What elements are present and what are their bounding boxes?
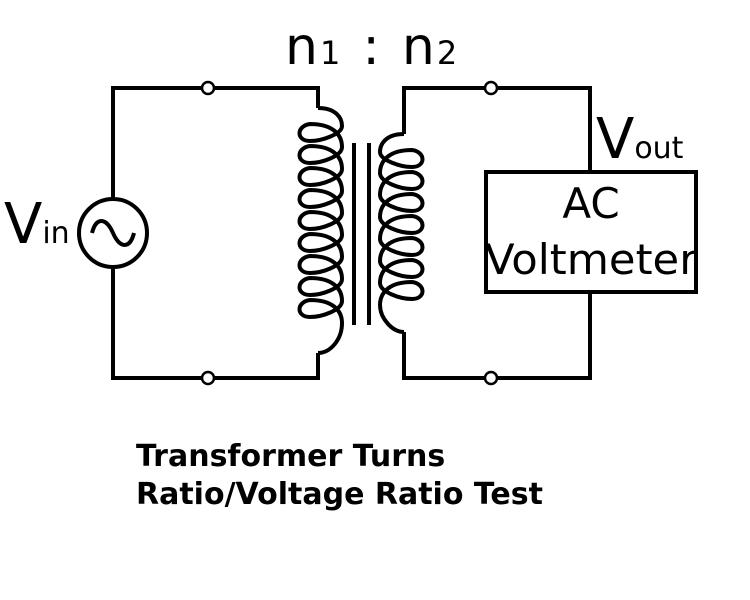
terminal-primary-bottom [200,370,216,386]
sine-wave-icon [90,219,136,247]
vin-label: Vin [4,192,70,257]
n1-symbol: n [285,17,318,77]
primary-wiring [111,86,320,380]
primary-coil [297,106,345,355]
caption-line-2: Ratio/Voltage Ratio Test [136,477,543,512]
voltmeter-label-line1: AC [562,179,619,228]
vout-symbol: V [596,107,634,172]
n1-subscript: 1 [320,34,340,72]
terminal-primary-top [200,80,216,96]
secondary-wiring [402,86,592,380]
caption-line-1: Transformer Turns [136,439,446,474]
terminal-secondary-top [483,80,499,96]
ratio-separator: : [362,17,380,77]
vin-symbol: V [4,192,42,257]
terminal-secondary-bottom [483,370,499,386]
voltmeter-label-line2: Voltmeter [485,235,698,284]
diagram-caption: Transformer Turns Ratio/Voltage Ratio Te… [136,438,543,514]
vin-subscript: in [42,216,69,251]
n2-subscript: 2 [437,34,457,72]
ac-source-circle [77,197,149,269]
vout-subscript: out [634,131,683,166]
n2-symbol: n [402,17,435,77]
turns-ratio-label: n1:n2 [285,17,457,77]
voltmeter-box [484,170,698,294]
vout-label: Vout [596,107,684,172]
secondary-coil [377,132,425,334]
